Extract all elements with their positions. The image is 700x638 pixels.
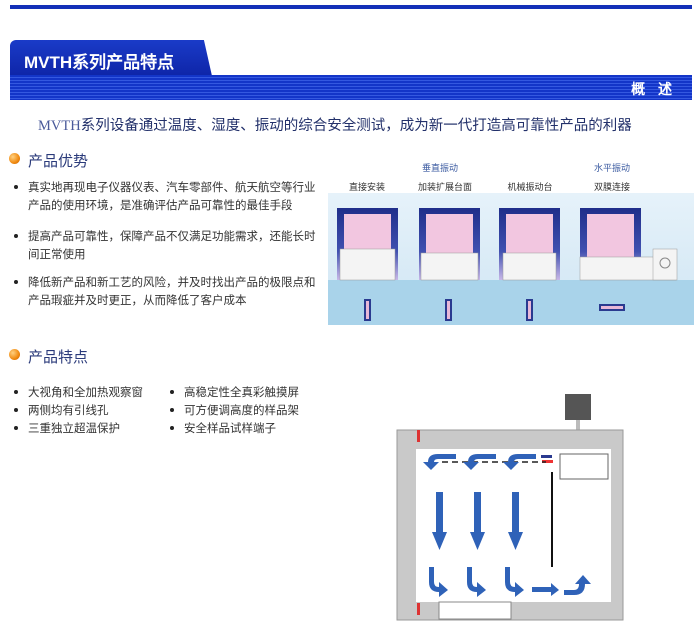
intro-text: MVTH系列设备通过温度、湿度、振动的综合安全测试，成为新一代打造高可靠性产品的… [38,114,632,135]
top-rule [10,5,692,9]
model-name: MVTH [38,118,81,134]
chamber-extension-table [419,208,480,321]
airflow-arrows [423,454,591,597]
advantages-heading: 产品优势 [28,152,89,170]
section-label: 概 述 [631,82,676,98]
feature-item: 大视角和全加热观察窗 [14,385,143,399]
config-label: 加装扩展台面 [417,183,472,193]
header-stripe: 概 述 [10,75,692,100]
vibration-configuration-figure [328,193,694,325]
chamber-mechanical-shaker [499,208,560,321]
horizontal-vibration-label: 水平振动 [593,164,630,174]
intro-sentence: 系列设备通过温度、湿度、振动的综合安全测试，成为新一代打造高可靠性产品的利器 [80,118,632,134]
feature-item: 高稳定性全真彩触摸屏 [170,385,299,399]
page-title: MVTH系列产品特点 [24,53,175,72]
config-label: 双膜连接 [593,183,630,193]
motor-icon [565,394,591,420]
advantage-item: 提高产品可靠性，保障产品不仅满足功能需求，还能长时间正常使用 [14,229,316,261]
orange-bullet-icon [9,349,20,360]
feature-item: 两侧均有引线孔 [14,403,109,417]
chamber-direct-mount [337,208,398,321]
config-label: 机械振动台 [507,183,553,193]
orange-bullet-icon [9,153,20,164]
advantage-item: 降低新产品和新工艺的风险，并及时找出产品的极限点和产品瑕疵并及时更正，从而降低了… [14,275,316,307]
chamber-horizontal-slip-table [579,208,678,311]
feature-item: 可方便调高度的样品架 [170,403,299,417]
airflow-diagram [396,394,624,621]
vertical-vibration-label: 垂直振动 [421,164,458,174]
config-label: 直接安装 [348,183,385,193]
features-heading: 产品特点 [28,348,89,366]
header-tab: MVTH系列产品特点 [10,40,212,76]
feature-item: 安全样品试样端子 [170,421,276,435]
feature-item: 三重独立超温保护 [14,421,120,435]
advantage-item: 真实地再现电子仪器仪表、汽车零部件、航天航空等行业产品的使用环境，是准确评估产品… [14,180,316,212]
